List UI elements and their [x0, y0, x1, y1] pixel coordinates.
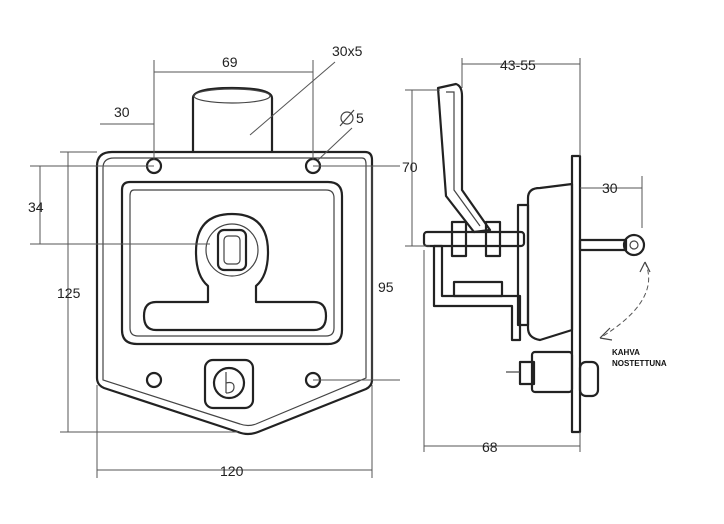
latch-pin [578, 233, 646, 257]
lever-handle [436, 82, 492, 234]
dim-height-left-small: 34 [28, 199, 44, 215]
dim-right: 30 [602, 180, 618, 196]
diameter-symbol [339, 109, 355, 127]
top-cylinder [191, 86, 274, 152]
dim-height: 70 [402, 159, 418, 175]
dim-top: 43-55 [500, 57, 536, 73]
dim-bottom: 68 [482, 439, 498, 455]
cam-bracket [432, 244, 522, 342]
dim-handle: 30x5 [332, 43, 363, 59]
side-dimensions [405, 58, 643, 452]
dim-height-left: 125 [57, 285, 81, 301]
t-handle [142, 212, 328, 332]
outer-plate-inner [102, 157, 367, 427]
dim-height-right: 95 [378, 279, 394, 295]
dim-width-bottom: 120 [220, 463, 244, 479]
handle-recess [120, 180, 344, 346]
side-key-cylinder [506, 350, 600, 398]
dim-hole: 5 [356, 110, 364, 126]
housing [526, 182, 574, 342]
dim-offset-top: 30 [114, 104, 130, 120]
key-cylinder [203, 358, 255, 410]
mounting-plate [570, 154, 582, 434]
front-view: 69 30x5 30 5 34 125 95 120 [28, 43, 400, 479]
note-line-2: NOSTETTUNA [612, 359, 667, 368]
side-view: KAHVA NOSTETTUNA 43-55 70 30 68 [402, 57, 667, 455]
note-line-1: KAHVA [612, 348, 640, 357]
front-dimensions [30, 60, 400, 478]
dim-width-top: 69 [222, 54, 238, 70]
mount-holes [145, 157, 322, 389]
rotation-arrow [599, 261, 651, 341]
